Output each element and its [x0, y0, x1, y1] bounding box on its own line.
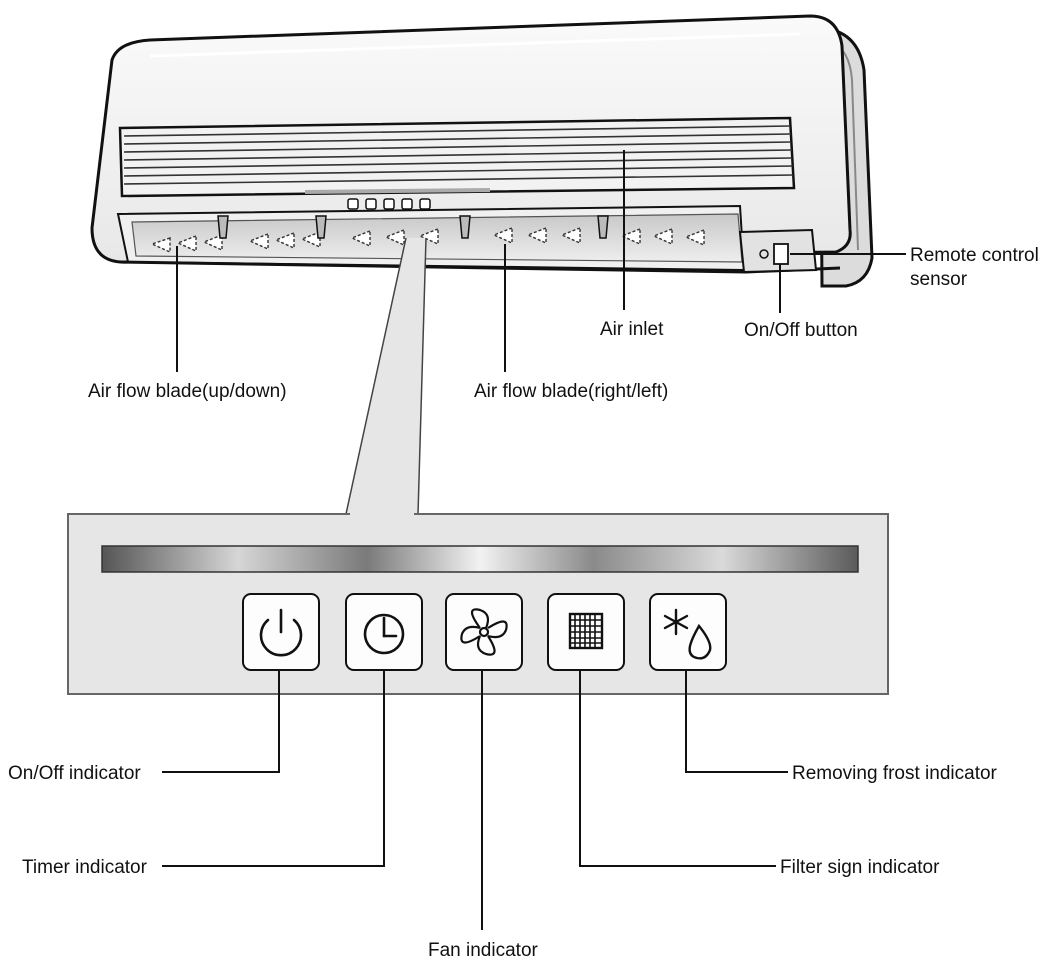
- power-icon: [259, 608, 303, 657]
- vertical-blades: [150, 226, 705, 254]
- frost-indicator-label: Removing frost indicator: [792, 763, 998, 784]
- display-panel: [67, 512, 889, 695]
- remote-sensor-label: Remote control: [910, 245, 1039, 266]
- onoff-indicator-button: [242, 593, 320, 671]
- remote-sensor-label-line2: sensor: [910, 269, 968, 290]
- blade-rightleft-label: Air flow blade(right/left): [474, 381, 668, 402]
- timer-icon: [363, 613, 405, 655]
- bottom-leader-lines: [162, 670, 788, 930]
- top-leader-lines: [176, 150, 906, 372]
- fan-indicator-label: Fan indicator: [428, 940, 539, 961]
- indoor-unit: [90, 14, 874, 288]
- air-inlet-label: Air inlet: [600, 319, 664, 340]
- unit-display-mini-icons: [347, 198, 431, 210]
- onoff-button-label: On/Off button: [744, 320, 858, 341]
- timer-indicator-label: Timer indicator: [22, 857, 148, 878]
- snowflake-drop-icon: [663, 608, 712, 660]
- blade-updown-label: Air flow blade(up/down): [88, 381, 287, 402]
- filter-indicator-label: Filter sign indicator: [780, 857, 940, 878]
- fan-indicator-button: [445, 593, 523, 671]
- timer-indicator-button: [345, 593, 423, 671]
- onoff-indicator-label: On/Off indicator: [8, 763, 141, 784]
- remote-sensor-housing: [738, 228, 818, 274]
- frost-indicator-button: [649, 593, 727, 671]
- filter-grid-icon: [568, 612, 604, 650]
- zoom-callout: [345, 237, 427, 515]
- filter-indicator-button: [547, 593, 625, 671]
- air-inlet-grille: [118, 116, 796, 198]
- fan-icon: [460, 608, 508, 656]
